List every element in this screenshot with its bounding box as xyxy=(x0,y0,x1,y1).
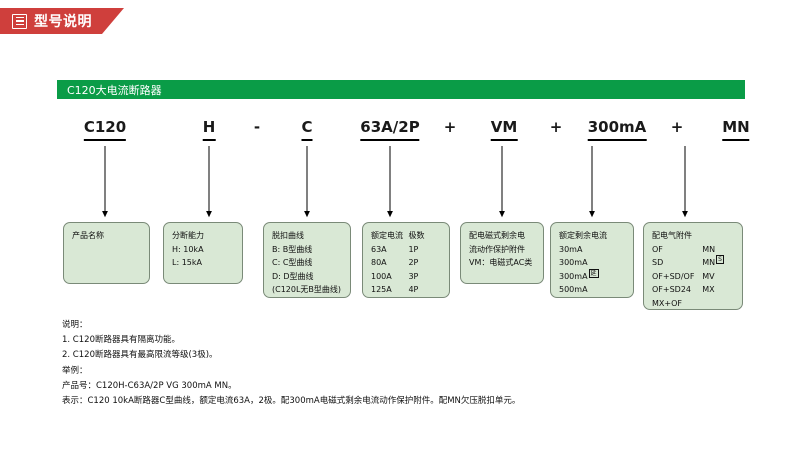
code-token: C xyxy=(301,118,313,141)
box-title: 分断能力 xyxy=(172,231,204,240)
section-header-bar: C120大电流断路器 xyxy=(57,80,745,99)
code-token-label: MN xyxy=(722,118,750,141)
code-token-label: VM xyxy=(490,118,518,141)
column-cell: 2P xyxy=(408,258,419,267)
box-columns: 额定电流 63A 80A 100A 125A 极数 1P 2P 3P 4P xyxy=(371,229,442,297)
box-line: VM：电磁式AC类 xyxy=(469,258,533,267)
box-line: 流动作保护附件 xyxy=(469,244,525,254)
column-cell: 3P xyxy=(408,271,419,281)
column-cell: 125A xyxy=(371,285,392,294)
box-title: 配电磁式剩余电 xyxy=(469,231,525,240)
box-residual-current-accessory: 配电磁式剩余电流动作保护附件 VM：电磁式AC类 xyxy=(460,222,544,284)
column-cell: MV xyxy=(702,271,715,281)
ribbon-tail-decoration xyxy=(102,8,124,34)
note-line: 产品号：C120H-C63A/2P VG 300mA MN。 xyxy=(62,380,237,391)
code-token: C120 xyxy=(83,118,127,141)
box-line: 300mA xyxy=(559,258,588,267)
note-line: 说明： xyxy=(62,320,88,330)
code-token-label: 63A/2P xyxy=(360,118,420,141)
code-token: 300mA xyxy=(587,118,647,141)
page-title: 型号说明 xyxy=(34,14,92,30)
superscript-mark: 延 xyxy=(588,268,599,278)
code-operator: + xyxy=(549,118,563,136)
box-line: C: C型曲线 xyxy=(272,258,313,267)
code-token-label: 300mA xyxy=(587,118,647,141)
code-token: 63A/2P xyxy=(360,118,420,141)
box-line: L: 15kA xyxy=(172,258,202,267)
column-cell: MN xyxy=(702,244,716,254)
box-line: B: B型曲线 xyxy=(272,244,313,254)
box-line: 500mA xyxy=(559,285,588,294)
code-token: H xyxy=(202,118,216,141)
superscript-mark: S xyxy=(716,255,724,265)
notes-block: 说明： 1. C120断路器具有隔离功能。 2. C120断路器具有最高限流等级(3… xyxy=(62,318,762,409)
column-cell: 80A xyxy=(371,258,387,267)
document-list-icon xyxy=(12,13,27,29)
code-operator: - xyxy=(253,118,261,136)
column-cell: OF xyxy=(652,244,663,254)
model-code-row: C120 H - C 63A/2P + VM +300mA + MN xyxy=(57,118,750,148)
box-title: 配电气附件 xyxy=(652,231,692,240)
note-line: 举例： xyxy=(62,365,88,376)
column-cell: MX+OF xyxy=(652,298,682,308)
box-tripping-curve: 脱扣曲线 B: B型曲线 C: C型曲线 D: D型曲线 (C120L无B型曲线) xyxy=(263,222,351,298)
box-product-name: 产品名称 xyxy=(63,222,150,284)
box-breaking-capacity: 分断能力 H: 10kA L: 15kA xyxy=(163,222,243,284)
ribbon-body: 型号说明 xyxy=(0,8,102,34)
code-token: VM xyxy=(490,118,518,141)
column-cell: 1P xyxy=(408,244,419,254)
column-left: 额定电流 63A 80A 100A 125A xyxy=(371,229,408,297)
code-token-label: H xyxy=(202,118,216,141)
box-line: H: 10kA xyxy=(172,244,204,254)
box-line: D: D型曲线 xyxy=(272,271,314,281)
box-title: 脱扣曲线 xyxy=(272,231,304,240)
code-operator: + xyxy=(670,118,684,136)
section-title: C120大电流断路器 xyxy=(67,83,162,97)
column-cell: OF+SD/OF xyxy=(652,271,695,281)
box-title: 产品名称 xyxy=(72,231,104,240)
column-cell: MX xyxy=(702,285,715,294)
column-cell: 4P xyxy=(408,285,419,294)
note-line: 2. C120断路器具有最高限流等级(3极)。 xyxy=(62,350,218,361)
note-line: 1. C120断路器具有隔离功能。 xyxy=(62,335,180,346)
code-token-label: C xyxy=(301,118,313,141)
column-cell: 100A xyxy=(371,271,392,281)
code-operator: + xyxy=(443,118,457,136)
box-line: 30mA xyxy=(559,244,583,254)
column-cell: SD xyxy=(652,258,664,267)
column-header: 额定电流 xyxy=(371,231,403,240)
box-title: 额定剩余电流 xyxy=(559,231,607,240)
column-right: 极数 1P 2P 3P 4P xyxy=(408,229,442,297)
code-token-label: C120 xyxy=(83,118,127,141)
note-line: 表示：C120 10kA断路器C型曲线，额定电流63A，2极。配300mA电磁式… xyxy=(62,396,521,407)
page-header-ribbon: 型号说明 xyxy=(0,8,124,34)
column-header: 极数 xyxy=(408,231,425,240)
column-cell: 63A xyxy=(371,244,387,254)
box-line: (C120L无B型曲线) xyxy=(272,285,342,294)
box-rated-current-poles: 额定电流 63A 80A 100A 125A 极数 1P 2P 3P 4P xyxy=(362,222,450,298)
code-token: MN xyxy=(722,118,750,141)
column-cell: OF+SD24 xyxy=(652,285,692,294)
